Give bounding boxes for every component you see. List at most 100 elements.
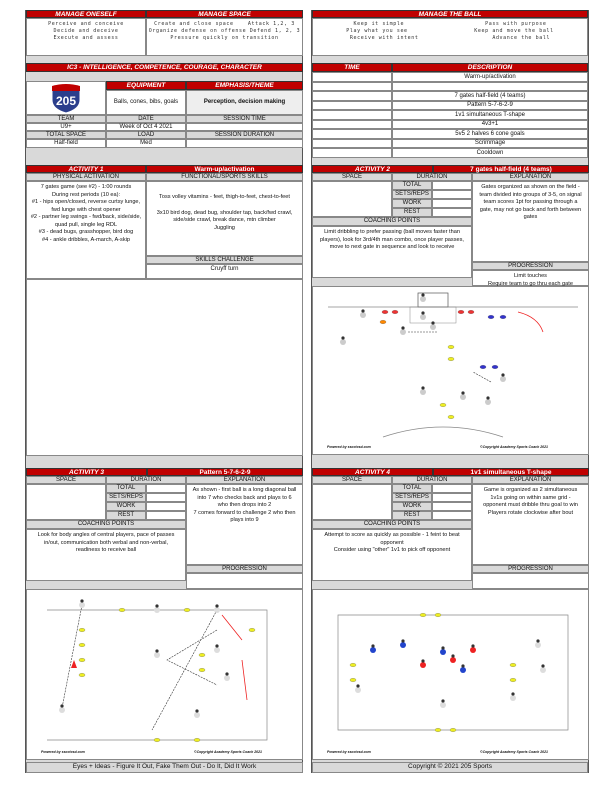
- duration-label: DURATION: [392, 476, 472, 484]
- soccer-field-diagram-icon: [337, 613, 569, 732]
- text: #2 - partner leg swings - fwd/back, side…: [30, 214, 142, 228]
- manage-ball-header: MANAGE THE BALL: [312, 10, 588, 18]
- explanation-text: Gates organized as shown on the field - …: [472, 181, 589, 262]
- text: Execute and assess: [53, 34, 119, 41]
- schedule-description-cell: 1v1 simultaneous T-shape: [392, 110, 588, 120]
- total-value[interactable]: [146, 484, 186, 493]
- schedule-time-cell[interactable]: [312, 110, 392, 120]
- text: Defend 1, 2, 3: [249, 27, 301, 34]
- schedule-description-cell: Scrimmage: [392, 138, 588, 148]
- activity3-diagram: Powered by sscctcsd.com©Copyright Academ…: [26, 589, 303, 760]
- text: Organize defense on offense: [148, 27, 247, 34]
- coaching-points-text: Look for body angles of central players,…: [26, 529, 186, 581]
- text: #4 - ankle dribbles, A-march, A-skip: [42, 236, 130, 243]
- work-label: WORK: [392, 502, 432, 511]
- schedule-time-cell[interactable]: [312, 72, 392, 82]
- text: Receive with intent: [349, 34, 419, 41]
- space-label: SPACE: [26, 476, 106, 484]
- soccer-field-diagram-icon: [328, 292, 578, 438]
- activity4-label: ACTIVITY 4: [312, 468, 433, 476]
- schedule-description-cell: Pattern 5-7-6-2-9: [392, 100, 588, 110]
- manage-space-header: MANAGE SPACE: [146, 10, 303, 18]
- equipment-value: Balls, cones, bibs, goals: [106, 90, 186, 115]
- total-space-value: Half-field: [26, 139, 106, 148]
- schedule-time-cell[interactable]: [312, 129, 392, 139]
- work-value[interactable]: [146, 502, 186, 511]
- text: Decide and deceive: [53, 27, 119, 34]
- activity1-diagram-area: [26, 279, 303, 456]
- footer-motto: Eyes + Ideas - Figure It Out, Fake Them …: [26, 762, 303, 773]
- schedule-time-cell[interactable]: [312, 148, 392, 158]
- rest-value[interactable]: [146, 511, 186, 520]
- space-value[interactable]: [312, 181, 392, 217]
- load-value: Med: [106, 139, 186, 148]
- functional-skills-label: FUNCTIONAL/SPORTS SKILLS: [146, 173, 303, 181]
- text: 3x10 bird dog, dead bug, shoulder tap, b…: [156, 209, 293, 224]
- schedule-time-cell[interactable]: [312, 91, 392, 101]
- diagram-copyright-text: ©Copyright Academy Sports Coach 2021: [480, 445, 548, 450]
- schedule-description-cell: 5v5 2 halves 6 cone goals: [392, 129, 588, 139]
- rest-value[interactable]: [432, 511, 472, 520]
- space-value[interactable]: [312, 484, 392, 520]
- schedule-description-cell: 4v3+1: [392, 119, 588, 129]
- text: During rest periods (10 ea):: [51, 191, 121, 198]
- explanation-label: EXPLANATION: [472, 173, 589, 181]
- diagram-copyright-text: ©Copyright Academy Sports Coach 2021: [194, 750, 262, 755]
- diagram-copyright-text: ©Copyright Academy Sports Coach 2021: [480, 750, 548, 755]
- text: Perceive and conceive: [48, 21, 124, 27]
- space-value[interactable]: [26, 484, 106, 520]
- sets-value[interactable]: [432, 190, 472, 199]
- text: Play what you see: [346, 27, 408, 34]
- activity4-title: 1v1 simultaneous T-shape: [433, 468, 589, 476]
- sets-label: SETS/REPS: [392, 493, 432, 502]
- coaching-points-label: COACHING POINTS: [312, 217, 472, 226]
- text: 7 gates game (see #2) - 1:00 rounds: [40, 184, 132, 190]
- coaching-points-text: Attempt to score as quickly as possible …: [312, 529, 472, 581]
- total-value[interactable]: [432, 181, 472, 190]
- team-label: TEAM: [26, 115, 106, 123]
- logo: 205: [26, 81, 106, 115]
- text: #1 - hips open/closed, reverse curtsy lu…: [31, 199, 141, 213]
- work-value[interactable]: [432, 502, 472, 511]
- text: Keep and move the ball: [474, 27, 554, 34]
- duration-label: DURATION: [106, 476, 186, 484]
- activity4-diagram: Powered by sscctcsd.com©Copyright Academ…: [312, 589, 589, 760]
- schedule-description-cell: [392, 81, 588, 91]
- svg-text:205: 205: [56, 94, 76, 108]
- total-label: TOTAL: [392, 484, 432, 493]
- activity3-title: Pattern 5-7-6-2-9: [147, 468, 303, 476]
- space-label: SPACE: [312, 173, 392, 181]
- total-label: TOTAL: [106, 484, 146, 493]
- activity1-title: Warm-up/activation: [146, 165, 303, 173]
- sets-label: SETS/REPS: [392, 190, 432, 199]
- schedule-time-cell[interactable]: [312, 81, 392, 91]
- progression-text: [186, 573, 303, 589]
- work-label: WORK: [106, 502, 146, 511]
- schedule-time-cell[interactable]: [312, 138, 392, 148]
- duration-label: DURATION: [392, 173, 472, 181]
- sets-value[interactable]: [432, 493, 472, 502]
- schedule-time-cell[interactable]: [312, 119, 392, 129]
- schedule-time-cell[interactable]: [312, 100, 392, 110]
- progression-text: [472, 573, 589, 589]
- text: Juggling: [214, 224, 235, 231]
- sets-value[interactable]: [146, 493, 186, 502]
- footer-copyright: Copyright © 2021 205 Sports: [312, 762, 588, 773]
- rest-value[interactable]: [432, 208, 472, 217]
- work-label: WORK: [392, 199, 432, 208]
- rest-label: REST: [392, 511, 432, 520]
- total-value[interactable]: [432, 484, 472, 493]
- work-value[interactable]: [432, 199, 472, 208]
- skills-challenge-value: Cruyff turn: [146, 264, 303, 279]
- session-duration-value[interactable]: [186, 139, 303, 148]
- explanation-text: As shown - first ball is a long diagonal…: [186, 484, 303, 565]
- session-time-value[interactable]: [186, 123, 303, 131]
- text: Pass with purpose: [485, 21, 547, 27]
- progression-item: Require team to go thru each gate: [488, 280, 573, 287]
- emphasis-value: Perception, decision making: [186, 90, 303, 115]
- progression-label: PROGRESSION: [472, 565, 589, 573]
- text: Attack 1,2, 3: [247, 21, 295, 27]
